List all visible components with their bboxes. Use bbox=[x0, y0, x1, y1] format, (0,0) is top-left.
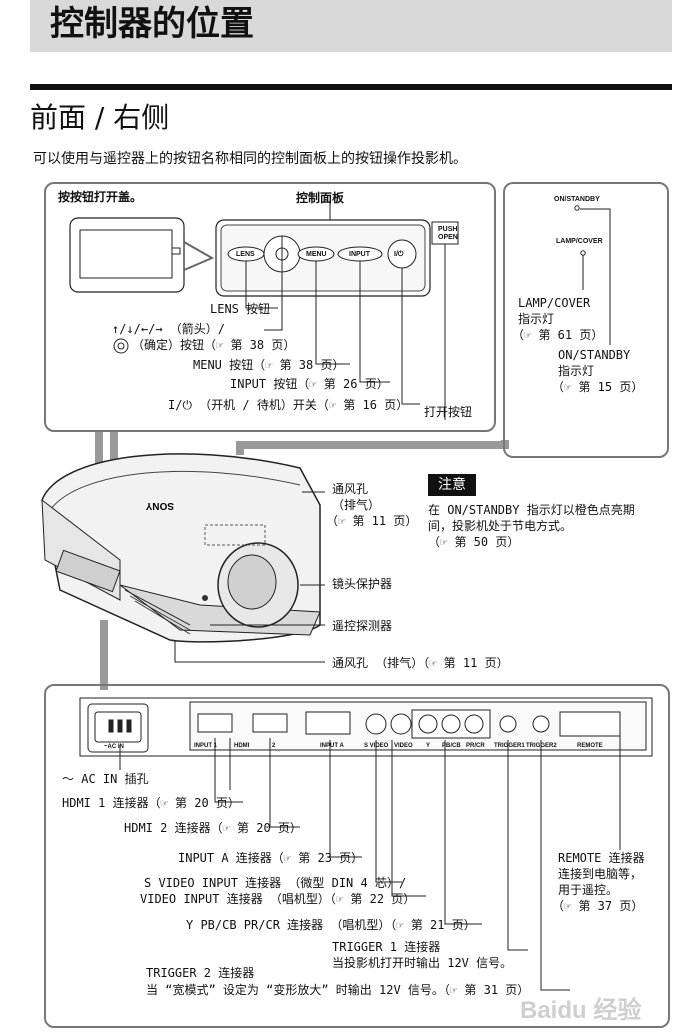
input-a-port: INPUT A bbox=[320, 743, 344, 749]
y-port: Y bbox=[426, 743, 431, 749]
section-rule bbox=[30, 84, 672, 90]
pr-port: PR/CR bbox=[466, 743, 485, 749]
push-label: PUSH bbox=[438, 226, 458, 233]
projector-illustration bbox=[41, 453, 321, 643]
lamp-label-3: （☞ 第 61 页） bbox=[512, 328, 604, 342]
lens-button[interactable]: LENS bbox=[236, 251, 255, 258]
vent-label-1: 通风孔 bbox=[332, 482, 369, 496]
lamp-label-2: 指示灯 bbox=[518, 312, 555, 326]
input1-port: INPUT 1 bbox=[194, 743, 218, 749]
connector-stem-rear bbox=[100, 620, 108, 690]
brand-logo: SONY bbox=[145, 500, 174, 511]
standby-label-2: 指示灯 bbox=[558, 364, 595, 378]
indicator-graphics bbox=[574, 205, 611, 345]
pb-port: PB/CB bbox=[442, 743, 461, 749]
trigger2-callout-2: 当 “宽模式” 设定为 “变形放大” 时输出 12V 信号。（☞ 第 31 页） bbox=[146, 983, 530, 997]
trigger2-port: TRIGGER2 bbox=[526, 743, 557, 749]
trigger1-callout-1: TRIGGER 1 连接器 bbox=[332, 940, 441, 954]
power-callout: I/⏻ （开机 / 待机）开关（☞ 第 16 页） bbox=[168, 398, 409, 412]
title-bar bbox=[30, 0, 672, 52]
svideo-callout-2: VIDEO INPUT 连接器 （唱机型）（☞ 第 22 页） bbox=[140, 892, 416, 906]
vent-label-3: （☞ 第 11 页） bbox=[326, 514, 418, 528]
notice-line-1: 在 ON/STANDBY 指示灯以橙色点亮期 bbox=[428, 503, 635, 517]
remote-sensor-label: 遥控探测器 bbox=[332, 619, 393, 633]
menu-callout: MENU 按钮（☞ 第 38 页） bbox=[193, 358, 345, 372]
connector-stem-right bbox=[236, 440, 509, 455]
top-panel-frame bbox=[44, 182, 496, 432]
ac-in-port: ~AC IN bbox=[104, 744, 124, 750]
svideo-callout-1: S VIDEO INPUT 连接器 （微型 DIN 4 芯）/ bbox=[144, 876, 407, 890]
indicator-panel-frame bbox=[503, 182, 669, 458]
hdmi1-callout: HDMI 1 连接器（☞ 第 20 页） bbox=[62, 796, 240, 810]
ac-in-callout: ～ AC IN 插孔 bbox=[62, 772, 149, 786]
notice-label: 注意 bbox=[428, 474, 476, 496]
open-cover-label: 按按钮打开盖。 bbox=[58, 190, 143, 204]
vent-bottom-label: 通风孔 （排气）（☞ 第 11 页） bbox=[332, 656, 509, 670]
trigger1-port: TRIGGER1 bbox=[494, 743, 525, 749]
arrows-callout-1: ↑/↓/←/→ （箭头）/ bbox=[112, 322, 226, 336]
on-standby-indicator: ON/STANDBY bbox=[554, 196, 600, 203]
remote-callout-1: REMOTE 连接器 bbox=[558, 851, 645, 865]
section-title: 前面 / 右侧 bbox=[30, 101, 170, 134]
notice-line-3: （☞ 第 50 页） bbox=[428, 535, 520, 549]
lens-cover-label: 镜头保护器 bbox=[332, 577, 393, 591]
hdmi2-port: 2 bbox=[272, 743, 276, 749]
ypbpr-callout: Y PB/CB PR/CR 连接器 （唱机型）（☞ 第 21 页） bbox=[186, 918, 476, 932]
hdmi2-callout: HDMI 2 连接器（☞ 第 20 页） bbox=[124, 821, 302, 835]
control-panel-label: 控制面板 bbox=[296, 191, 345, 205]
trigger2-callout-1: TRIGGER 2 连接器 bbox=[146, 966, 255, 980]
trigger1-callout-2: 当投影机打开时输出 12V 信号。 bbox=[332, 956, 513, 970]
arrows-callout-2: （确定）按钮（☞ 第 38 页） bbox=[132, 338, 296, 352]
svideo-port: S VIDEO bbox=[364, 743, 389, 749]
standby-label-3: （☞ 第 15 页） bbox=[552, 380, 644, 394]
power-button[interactable]: I/⏻ bbox=[394, 251, 404, 258]
hdmi-port: HDMI bbox=[234, 743, 250, 749]
lamp-label-1: LAMP/COVER bbox=[518, 296, 591, 310]
standby-label-1: ON/STANDBY bbox=[558, 348, 631, 362]
lamp-cover-indicator: LAMP/COVER bbox=[556, 238, 603, 245]
rear-panel-graphics bbox=[79, 697, 653, 991]
open-label: OPEN bbox=[438, 234, 458, 241]
video-port: VIDEO bbox=[394, 743, 413, 749]
notice-line-2: 间，投影机处于节电方式。 bbox=[428, 519, 573, 533]
intro-text: 可以使用与遥控器上的按钮名称相同的控制面板上的按钮操作投影机。 bbox=[33, 151, 467, 167]
vent-label-2: （排气） bbox=[332, 498, 381, 512]
remote-callout-4: （☞ 第 37 页） bbox=[552, 899, 644, 913]
remote-callout-3: 用于遥控。 bbox=[558, 883, 619, 897]
menu-button[interactable]: MENU bbox=[306, 251, 327, 258]
input-a-callout: INPUT A 连接器（☞ 第 23 页） bbox=[178, 851, 364, 865]
lens-callout: LENS 按钮 bbox=[210, 302, 271, 316]
remote-port: REMOTE bbox=[577, 743, 603, 749]
input-callout: INPUT 按钮（☞ 第 26 页） bbox=[230, 377, 389, 391]
remote-callout-2: 连接到电脑等， bbox=[558, 867, 643, 881]
top-panel-graphics bbox=[69, 200, 459, 420]
watermark: Baidu 经验 bbox=[520, 997, 642, 1024]
page-title: 控制器的位置 bbox=[50, 4, 254, 44]
input-button[interactable]: INPUT bbox=[349, 251, 370, 258]
rear-panel-frame bbox=[44, 684, 670, 1028]
open-button-callout: 打开按钮 bbox=[424, 405, 473, 419]
